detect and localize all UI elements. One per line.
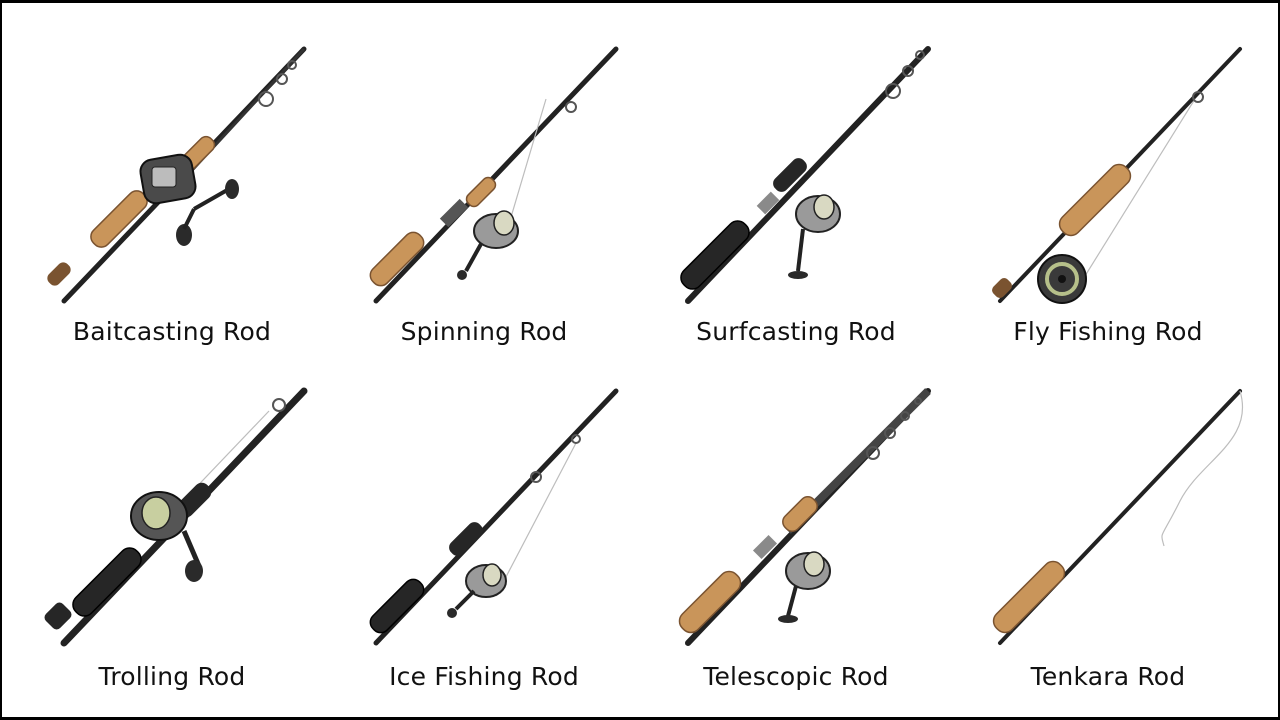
rod-card-spinning: Spinning Rod [328, 31, 640, 373]
rod-card-ice-fishing: Ice Fishing Rod [328, 373, 640, 715]
page-frame: Baitcasting Rod Spinning Rod [0, 3, 1280, 717]
rod-label: Fly Fishing Rod [1013, 317, 1203, 346]
rod-label: Trolling Rod [98, 662, 246, 691]
rod-label: Tenkara Rod [1030, 662, 1186, 691]
tenkara-rod-icon [992, 389, 1243, 645]
rod-label: Spinning Rod [400, 317, 568, 346]
rod-card-surfcasting: Surfcasting Rod [640, 31, 952, 373]
baitcasting-rod-icon [47, 46, 307, 304]
spinning-rod-icon [369, 46, 619, 304]
trolling-rod-icon [44, 387, 308, 647]
rod-card-trolling: Trolling Rod [16, 373, 328, 715]
telescopic-rod-icon [678, 388, 931, 646]
rod-card-baitcasting: Baitcasting Rod [16, 31, 328, 373]
rod-card-tenkara: Tenkara Rod [952, 373, 1264, 715]
fly-fishing-rod-icon [992, 47, 1242, 304]
rod-grid: Baitcasting Rod Spinning Rod [16, 31, 1266, 711]
rod-label: Baitcasting Rod [72, 317, 272, 346]
ice-fishing-rod-icon [369, 388, 619, 646]
rod-card-telescopic: Telescopic Rod [640, 373, 952, 715]
rod-card-fly-fishing: Fly Fishing Rod [952, 31, 1264, 373]
rod-label: Surfcasting Rod [696, 317, 896, 346]
surfcasting-rod-icon [680, 46, 931, 304]
rod-label: Telescopic Rod [703, 662, 889, 691]
rod-label: Ice Fishing Rod [389, 662, 579, 691]
